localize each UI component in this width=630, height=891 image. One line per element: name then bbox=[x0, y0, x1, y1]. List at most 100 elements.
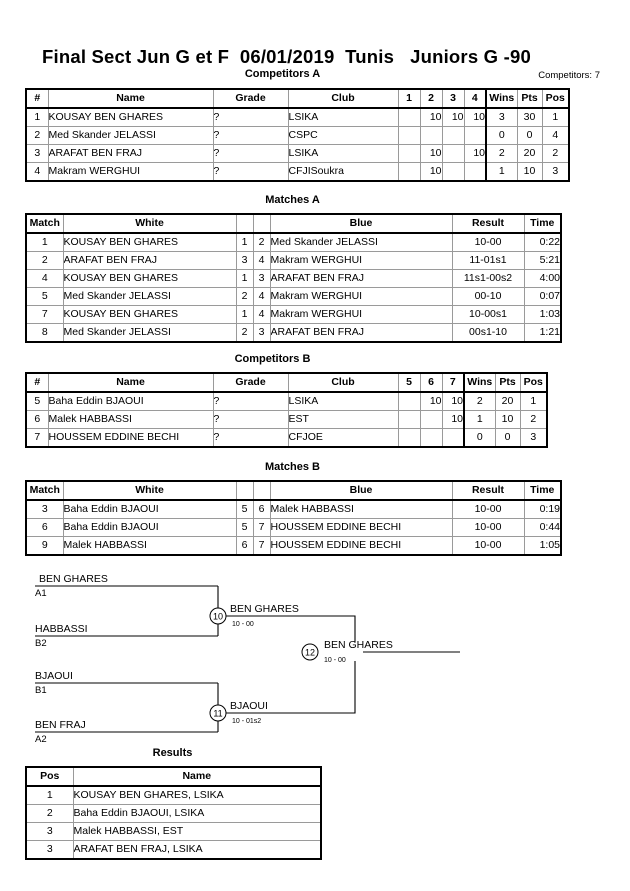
cell-blue: Malek HABBASSI bbox=[269, 499, 453, 519]
cell-blue: Makram WERGHUI bbox=[269, 251, 453, 270]
table-header-row: # Name Grade Club 5 6 7 Wins Pts Pos bbox=[25, 372, 548, 393]
col-header-name: Name bbox=[47, 88, 214, 109]
cell-grade: ? bbox=[212, 162, 289, 182]
cell-num: 1 bbox=[25, 107, 49, 127]
cell-m2: 10 bbox=[419, 162, 443, 182]
cell-pts: 0 bbox=[494, 428, 521, 448]
col-header-match: Match bbox=[25, 480, 64, 501]
cell-pos: 2 bbox=[25, 804, 74, 823]
table-header-row: # Name Grade Club 1 2 3 4 Wins Pts Pos bbox=[25, 88, 570, 109]
cell-wins: 3 bbox=[485, 107, 518, 127]
bracket-entrant-name-b1: BJAOUI bbox=[35, 670, 73, 682]
cell-blue-num: 4 bbox=[252, 287, 271, 306]
cell-blue: ARAFAT BEN FRAJ bbox=[269, 323, 453, 343]
table-row: 6 Malek HABBASSI ? EST 10 1 10 2 bbox=[25, 410, 548, 429]
col-header-white: White bbox=[62, 480, 237, 501]
col-header-num: # bbox=[25, 372, 49, 393]
cell-grade: ? bbox=[212, 410, 289, 429]
col-header-name: Name bbox=[47, 372, 214, 393]
col-header-result: Result bbox=[451, 213, 525, 234]
cell-blue: Makram WERGHUI bbox=[269, 287, 453, 306]
cell-grade: ? bbox=[212, 144, 289, 163]
cell-name: Malek HABBASSI bbox=[47, 410, 214, 429]
cell-blue-num: 6 bbox=[252, 499, 271, 519]
bracket-entrant-name-a2: BEN FRAJ bbox=[35, 719, 86, 731]
cell-blue: HOUSSEM EDDINE BECHI bbox=[269, 518, 453, 537]
col-header-wins: Wins bbox=[463, 372, 496, 393]
cell-match: 3 bbox=[25, 499, 64, 519]
cell-wins: 2 bbox=[463, 391, 496, 411]
cell-m5 bbox=[397, 428, 421, 448]
table-row: 3 Malek HABBASSI, EST bbox=[25, 822, 322, 841]
cell-white: ARAFAT BEN FRAJ bbox=[62, 251, 237, 270]
cell-name: HOUSSEM EDDINE BECHI bbox=[47, 428, 214, 448]
cell-white-num: 2 bbox=[235, 287, 254, 306]
col-header-bn bbox=[252, 480, 271, 501]
cell-white-num: 3 bbox=[235, 251, 254, 270]
cell-wins: 2 bbox=[485, 144, 518, 163]
cell-result: 10-00s1 bbox=[451, 305, 525, 324]
cell-result: 10-00 bbox=[451, 518, 525, 537]
cell-m7: 10 bbox=[441, 391, 465, 411]
bracket-entrant-name-a1: BEN GHARES bbox=[39, 573, 108, 585]
cell-blue-num: 3 bbox=[252, 323, 271, 343]
cell-name: KOUSAY BEN GHARES, LSIKA bbox=[72, 785, 322, 805]
table-row: 2 ARAFAT BEN FRAJ 3 4 Makram WERGHUI 11-… bbox=[25, 251, 562, 270]
cell-white-num: 5 bbox=[235, 518, 254, 537]
col-header-pts: Pts bbox=[494, 372, 521, 393]
cell-pts: 20 bbox=[494, 391, 521, 411]
cell-white: Med Skander JELASSI bbox=[62, 323, 237, 343]
cell-club: LSIKA bbox=[287, 391, 399, 411]
cell-pts: 20 bbox=[516, 144, 543, 163]
cell-m3: 10 bbox=[441, 107, 465, 127]
table-row: 5 Med Skander JELASSI 2 4 Makram WERGHUI… bbox=[25, 287, 562, 306]
cell-name: KOUSAY BEN GHARES bbox=[47, 107, 214, 127]
cell-m5 bbox=[397, 391, 421, 411]
cell-pos: 1 bbox=[541, 107, 570, 127]
table-row: 2 Baha Eddin BJAOUI, LSIKA bbox=[25, 804, 322, 823]
col-header-m3: 3 bbox=[441, 88, 465, 109]
cell-wins: 0 bbox=[485, 126, 518, 145]
cell-m3 bbox=[441, 162, 465, 182]
table-row: 3 ARAFAT BEN FRAJ, LSIKA bbox=[25, 840, 322, 860]
cell-pos: 4 bbox=[541, 126, 570, 145]
cell-blue-num: 2 bbox=[252, 232, 271, 252]
cell-white: Baha Eddin BJAOUI bbox=[62, 518, 237, 537]
cell-white-num: 6 bbox=[235, 536, 254, 556]
col-header-m6: 6 bbox=[419, 372, 443, 393]
table-row: 1 KOUSAY BEN GHARES ? LSIKA 10 10 10 3 3… bbox=[25, 107, 570, 127]
cell-num: 2 bbox=[25, 126, 49, 145]
cell-num: 7 bbox=[25, 428, 49, 448]
cell-m4: 10 bbox=[463, 107, 487, 127]
competitors-a-table: # Name Grade Club 1 2 3 4 Wins Pts Pos 1… bbox=[25, 88, 570, 182]
cell-wins: 1 bbox=[463, 410, 496, 429]
cell-grade: ? bbox=[212, 428, 289, 448]
cell-num: 5 bbox=[25, 391, 49, 411]
cell-m3 bbox=[441, 144, 465, 163]
bracket-match-circle-10 bbox=[209, 607, 227, 625]
cell-pos: 3 bbox=[541, 162, 570, 182]
bracket-winner-name-sf1: BEN GHARES bbox=[230, 603, 299, 615]
cell-m2: 10 bbox=[419, 144, 443, 163]
matches-b-table: Match White Blue Result Time 3 Baha Eddi… bbox=[25, 480, 562, 556]
section-heading-matches-a: Matches A bbox=[265, 194, 320, 206]
bracket-winner-name-final: BEN GHARES bbox=[324, 639, 393, 651]
cell-pts: 0 bbox=[516, 126, 543, 145]
table-row: 5 Baha Eddin BJAOUI ? LSIKA 10 10 2 20 1 bbox=[25, 391, 548, 411]
table-row: 4 Makram WERGHUI ? CFJISoukra 10 1 10 3 bbox=[25, 162, 570, 182]
col-header-time: Time bbox=[523, 213, 562, 234]
cell-club: CSPC bbox=[287, 126, 399, 145]
bracket-match-circle-12 bbox=[301, 643, 319, 661]
cell-name: Makram WERGHUI bbox=[47, 162, 214, 182]
cell-blue: ARAFAT BEN FRAJ bbox=[269, 269, 453, 288]
table-row: 7 KOUSAY BEN GHARES 1 4 Makram WERGHUI 1… bbox=[25, 305, 562, 324]
cell-white-num: 2 bbox=[235, 323, 254, 343]
cell-white: KOUSAY BEN GHARES bbox=[62, 232, 237, 252]
bracket-entrant-seed-b2: B2 bbox=[35, 638, 47, 649]
cell-match: 6 bbox=[25, 518, 64, 537]
bracket-score-sf2: 10 - 01s2 bbox=[232, 718, 261, 725]
col-header-grade: Grade bbox=[212, 88, 289, 109]
cell-name: ARAFAT BEN FRAJ, LSIKA bbox=[72, 840, 322, 860]
cell-blue-num: 4 bbox=[252, 251, 271, 270]
table-row: 3 ARAFAT BEN FRAJ ? LSIKA 10 10 2 20 2 bbox=[25, 144, 570, 163]
